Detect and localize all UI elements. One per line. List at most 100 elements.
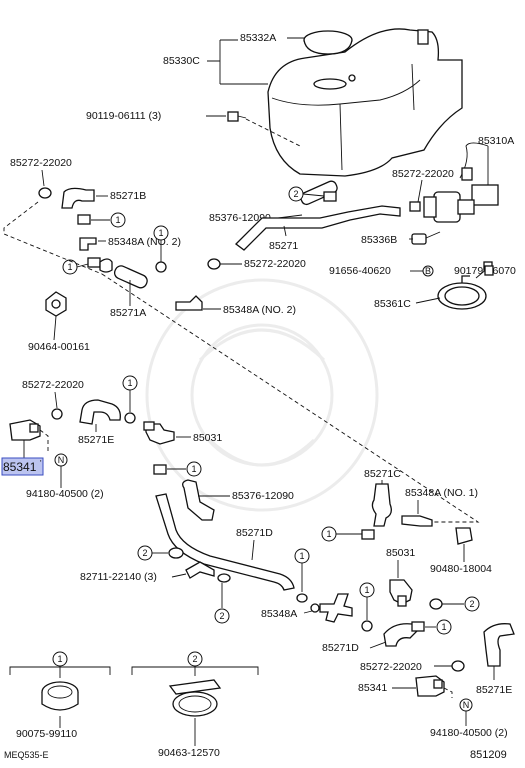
legend-clamp-1-label[interactable]: 90075-99110: [16, 728, 77, 740]
fitting-b-label[interactable]: 85336B: [361, 234, 397, 246]
ref-mark-2-top: 2: [288, 186, 304, 202]
bolt-top-label[interactable]: 90119-06111 (3): [86, 110, 161, 122]
hose-85271e-b: 85271E: [476, 623, 515, 696]
svg-text:1: 1: [326, 529, 331, 539]
diagram-code: MEQ535-E: [4, 750, 49, 760]
joint-a-label[interactable]: 85348A: [261, 608, 297, 620]
joint-2b-label[interactable]: 85348A (NO. 2): [223, 304, 296, 316]
joint-2-label[interactable]: 85348A (NO. 2): [108, 236, 181, 248]
nozzle-2-label[interactable]: 85031: [386, 547, 415, 559]
drawing-number: 851209: [470, 749, 507, 761]
svg-text:2: 2: [192, 654, 197, 664]
hose-e1-label[interactable]: 85271E: [78, 434, 114, 446]
ref-mark-1-f: 1: [321, 526, 337, 542]
hose-c-label[interactable]: 85271C: [364, 468, 401, 480]
clamp-a3-label[interactable]: 85272-22020: [392, 168, 454, 180]
svg-text:1: 1: [127, 378, 132, 388]
cap-ref-1-e: 1: [153, 461, 202, 477]
ref-mark-1-c: 1: [153, 225, 169, 241]
clamp-a1: 85272-22020: [10, 157, 72, 199]
highlight-tick: ': [40, 459, 42, 468]
clip-90480: 90480-18004: [430, 527, 492, 575]
clip-00161-label[interactable]: 90464-00161: [28, 341, 90, 353]
clamp-22140-label[interactable]: 82711-22140 (3): [80, 571, 157, 583]
clamp-a2-label[interactable]: 85272-22020: [244, 258, 306, 270]
ref-mark-n-b: N: [459, 698, 473, 712]
svg-text:N: N: [463, 700, 470, 710]
hose-d1-label[interactable]: 85271D: [236, 527, 273, 539]
svg-text:1: 1: [158, 228, 163, 238]
route-dashed-upper: [3, 201, 103, 275]
clamp-a1-label[interactable]: 85272-22020: [10, 157, 72, 169]
ref-mark-1-i: 1: [436, 619, 452, 635]
clamp-a5-label[interactable]: 85272-22020: [360, 661, 422, 673]
fitting-85336b: 85336B: [361, 231, 441, 246]
hose-a-label[interactable]: 85271A: [110, 307, 146, 319]
clamp-a4-label[interactable]: 85272-22020: [22, 379, 84, 391]
svg-text:2: 2: [293, 189, 298, 199]
svg-text:2: 2: [469, 599, 474, 609]
svg-text:1: 1: [67, 262, 72, 272]
motor-label[interactable]: 85310A: [478, 135, 514, 147]
clamp-ref-2-d: 2: [429, 596, 480, 612]
joint-1-label[interactable]: 85348A (NO. 1): [405, 487, 478, 499]
cap-ref-1-a: 1: [77, 212, 126, 228]
hose-85271b: 85271B: [61, 187, 146, 209]
ref-mark-2-d: 2: [464, 596, 480, 612]
gasket-2-label[interactable]: 94180-40500 (2): [430, 727, 508, 739]
ref-mark-2-c: 2: [214, 608, 230, 624]
ref-mark-1-a: 1: [110, 212, 126, 228]
svg-text:1: 1: [299, 551, 304, 561]
clip-18004-label[interactable]: 90480-18004: [430, 563, 492, 575]
nozzle-assy-2-label[interactable]: 85341: [358, 682, 387, 694]
tank-bolt: 90119-06111 (3): [86, 110, 301, 147]
hose-e2-label[interactable]: 85271E: [476, 684, 512, 696]
svg-text:1: 1: [115, 215, 120, 225]
ref-mark-1-g: 1: [294, 548, 310, 564]
hose-12090-mid-label[interactable]: 85376-12090: [232, 490, 294, 502]
washer-motor: 85310A 85272-22020: [392, 135, 514, 223]
ref-mark-1-d: 1: [122, 375, 138, 391]
hose-b-label[interactable]: 85271B: [110, 190, 146, 202]
hose-85271e-a: 85271E: [78, 399, 121, 446]
clamp-82711: 2 82711-22140 (3) 2: [80, 545, 231, 624]
bracket-85361c: 85361C: [374, 275, 487, 310]
ref-mark-b: B: [422, 265, 434, 277]
hose-12090-top-label[interactable]: 85376-12090: [209, 212, 271, 224]
legend-ref-2: 2: [187, 651, 203, 667]
ref-mark-1-b: 1: [62, 259, 78, 275]
legend-clamp-1: 1 90075-99110: [9, 651, 111, 740]
bracket-label[interactable]: 85361C: [374, 298, 411, 310]
cap-ref-1-f: 1: [321, 526, 375, 542]
hose-d2-label[interactable]: 85271D: [322, 642, 359, 654]
svg-text:1: 1: [364, 585, 369, 595]
hose-85271d-long: 85271D: [155, 493, 295, 591]
reservoir-tank: [267, 28, 463, 177]
clip-90464: 90464-00161: [28, 291, 90, 353]
hose-85271c: 85271C: [364, 468, 401, 527]
svg-text:1: 1: [441, 622, 446, 632]
tank-label[interactable]: 85330C: [163, 55, 200, 67]
label-group-tank-cap: 85332A 85330C: [163, 32, 304, 85]
grommet-91656: 91656-40620 B 90179-06070: [329, 261, 516, 279]
svg-text:1: 1: [191, 464, 196, 474]
cap-label[interactable]: 85332A: [240, 32, 276, 44]
hose-12090-mid: 85376-12090: [182, 479, 294, 521]
clamp-a4: 85272-22020: [22, 379, 84, 420]
clamp-a5: 85272-22020: [360, 660, 465, 673]
svg-text:B: B: [425, 266, 431, 276]
grommet-label[interactable]: 91656-40620: [329, 265, 391, 277]
svg-text:N: N: [58, 455, 65, 465]
nozzle-1-label[interactable]: 85031: [193, 432, 222, 444]
hose-85271d-short: 1 85271D 1: [322, 582, 452, 654]
ref-mark-2-b: 2: [137, 545, 153, 561]
gasket-1-label[interactable]: 94180-40500 (2): [26, 488, 104, 500]
legend-clamp-2-label[interactable]: 90463-12570: [158, 747, 220, 759]
gasket-2: N 94180-40500 (2): [430, 698, 508, 739]
ref-mark-1-e: 1: [186, 461, 202, 477]
ref-mark-1-h: 1: [359, 582, 375, 598]
hose-main-label[interactable]: 85271: [269, 240, 298, 252]
nozzle-assy-hl-label[interactable]: 85341: [3, 460, 37, 474]
svg-text:1: 1: [57, 654, 62, 664]
